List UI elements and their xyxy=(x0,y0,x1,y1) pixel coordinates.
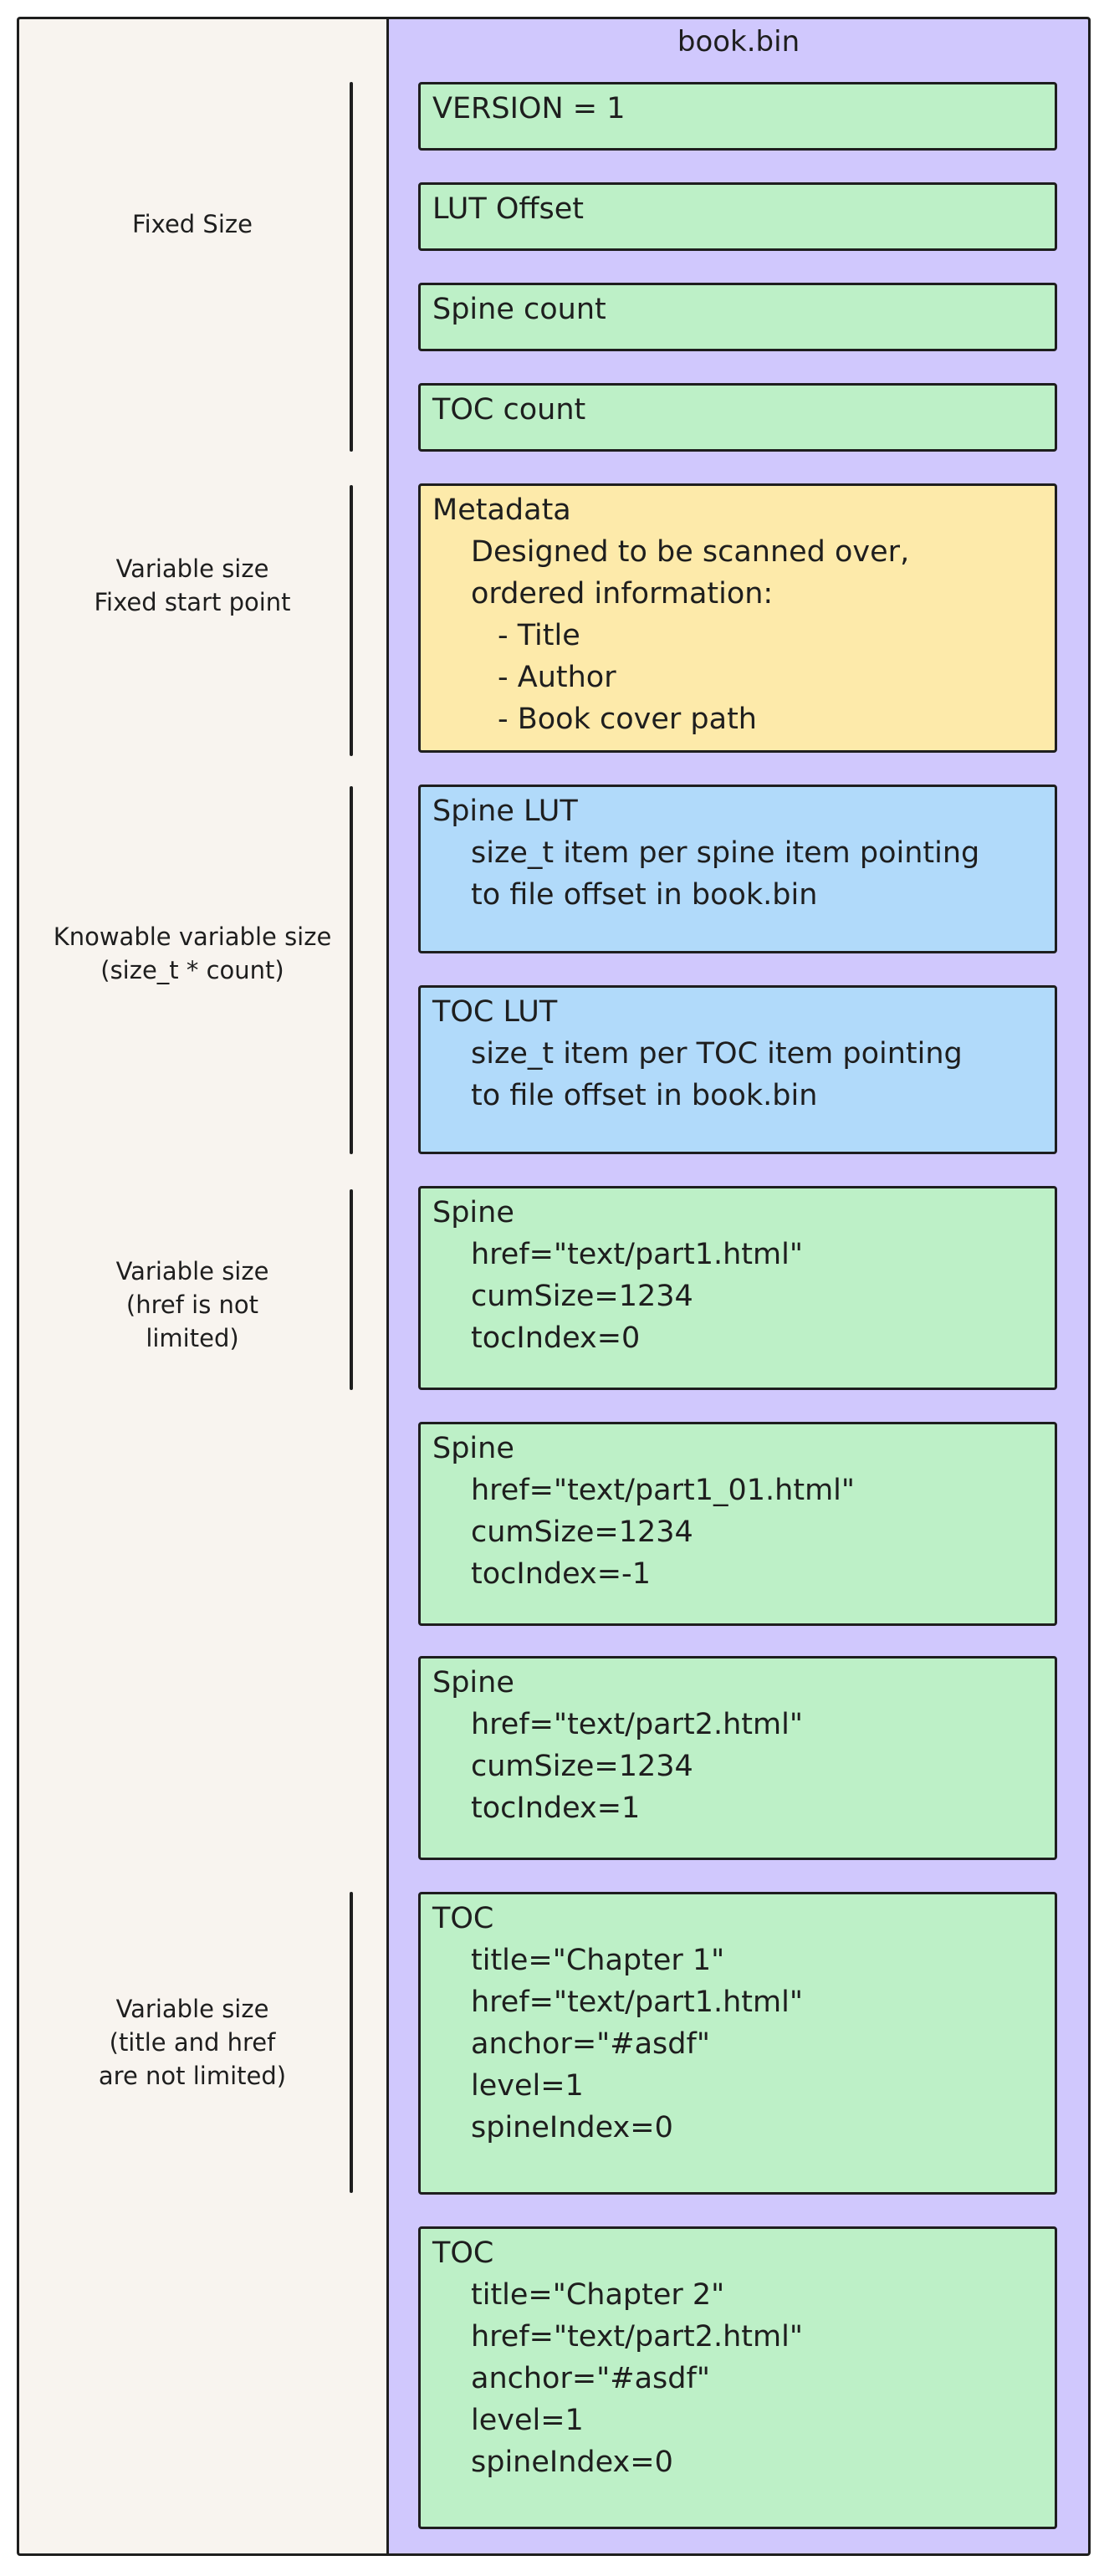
record-field: href="text/part1.html" xyxy=(471,1986,803,2019)
metadata-item: - Author xyxy=(498,661,616,694)
toc-lut-block: TOC LUT size_t item per TOC item pointin… xyxy=(418,985,1057,1154)
block-line: to file offset in book.bin xyxy=(471,878,818,912)
bracket-toc-records xyxy=(350,1892,353,2193)
size-notes-panel xyxy=(17,17,388,2556)
block-line: size_t item per spine item pointing xyxy=(471,836,980,870)
group-label-line: are not limited) xyxy=(98,2062,287,2090)
toc-record-2: TOC title="Chapter 2" href="text/part2.h… xyxy=(418,2226,1057,2529)
record-field: cumSize=1234 xyxy=(471,1515,693,1549)
metadata-block: Metadata Designed to be scanned over, or… xyxy=(418,483,1057,753)
record-field: href="text/part2.html" xyxy=(471,1708,803,1741)
bracket-spine-records xyxy=(350,1189,353,1390)
record-field: href="text/part1_01.html" xyxy=(471,1474,855,1507)
group-label-line: Variable size xyxy=(115,1995,269,2023)
group-label-line: Variable size xyxy=(115,1257,269,1285)
spine-count-field: Spine count xyxy=(418,283,1057,351)
record-field: title="Chapter 1" xyxy=(471,1944,725,1977)
record-field: title="Chapter 2" xyxy=(471,2278,725,2312)
field-title: LUT Offset xyxy=(432,192,585,226)
spine-record-3: Spine href="text/part2.html" cumSize=123… xyxy=(418,1656,1057,1860)
group-label-metadata: Variable size Fixed start point xyxy=(33,552,351,619)
version-field: VERSION = 1 xyxy=(418,82,1057,151)
block-line: ordered information: xyxy=(471,577,774,611)
bracket-lookup-tables xyxy=(350,786,353,1154)
group-label-toc-records: Variable size (title and href are not li… xyxy=(33,1992,351,2093)
group-label-fixed-size: Fixed Size xyxy=(33,207,351,241)
field-title: TOC count xyxy=(432,393,586,427)
file-title: book.bin xyxy=(677,25,800,59)
record-title: Spine xyxy=(432,1196,514,1229)
record-title: TOC xyxy=(432,2236,494,2270)
group-label-line: limited) xyxy=(146,1324,239,1352)
group-label-line: (title and href xyxy=(109,2028,276,2057)
spine-record-1: Spine href="text/part1.html" cumSize=123… xyxy=(418,1186,1057,1390)
block-line: Designed to be scanned over, xyxy=(471,535,910,569)
group-label-line: (href is not xyxy=(125,1291,259,1319)
record-field: cumSize=1234 xyxy=(471,1750,693,1783)
record-field: spineIndex=0 xyxy=(471,2111,673,2144)
record-field: cumSize=1234 xyxy=(471,1280,693,1313)
record-field: tocIndex=0 xyxy=(471,1321,641,1355)
toc-record-1: TOC title="Chapter 1" href="text/part1.h… xyxy=(418,1892,1057,2195)
block-title: Spine LUT xyxy=(432,795,578,828)
group-label-line: Fixed start point xyxy=(94,588,291,616)
field-title: VERSION = 1 xyxy=(432,92,626,125)
record-title: Spine xyxy=(432,1432,514,1465)
group-label-line: (size_t * count) xyxy=(100,956,284,984)
record-field: anchor="#asdf" xyxy=(471,2027,710,2061)
record-field: spineIndex=0 xyxy=(471,2446,673,2479)
block-line: to file offset in book.bin xyxy=(471,1079,818,1112)
record-title: TOC xyxy=(432,1902,494,1935)
group-label-line: Variable size xyxy=(115,555,269,583)
group-label-line: Fixed Size xyxy=(132,210,253,238)
record-field: href="text/part2.html" xyxy=(471,2320,803,2354)
toc-count-field: TOC count xyxy=(418,383,1057,452)
bracket-fixed-size xyxy=(350,82,353,452)
record-field: href="text/part1.html" xyxy=(471,1238,803,1271)
record-field: tocIndex=-1 xyxy=(471,1557,651,1591)
group-label-spine-records: Variable size (href is not limited) xyxy=(33,1255,351,1355)
metadata-item: - Title xyxy=(498,619,580,652)
bracket-metadata xyxy=(350,485,353,756)
group-label-lookup-tables: Knowable variable size (size_t * count) xyxy=(33,920,351,987)
record-field: anchor="#asdf" xyxy=(471,2362,710,2395)
record-field: level=1 xyxy=(471,2069,584,2103)
spine-record-2: Spine href="text/part1_01.html" cumSize=… xyxy=(418,1422,1057,1626)
lut-offset-field: LUT Offset xyxy=(418,182,1057,251)
metadata-item: - Book cover path xyxy=(498,703,757,736)
spine-lut-block: Spine LUT size_t item per spine item poi… xyxy=(418,785,1057,953)
field-title: Spine count xyxy=(432,293,606,326)
block-line: size_t item per TOC item pointing xyxy=(471,1037,963,1071)
group-label-line: Knowable variable size xyxy=(53,923,332,951)
block-title: TOC LUT xyxy=(432,995,558,1029)
record-field: tocIndex=1 xyxy=(471,1791,641,1825)
block-title: Metadata xyxy=(432,493,571,527)
record-field: level=1 xyxy=(471,2404,584,2437)
record-title: Spine xyxy=(432,1666,514,1699)
